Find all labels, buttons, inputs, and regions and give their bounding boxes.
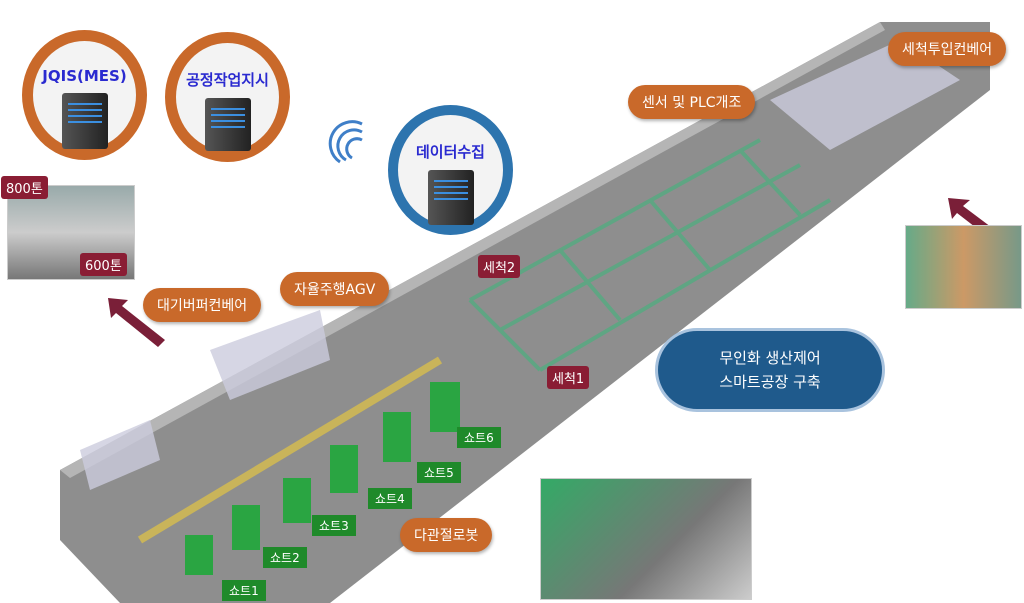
shot3-tag: 쇼트3 bbox=[312, 515, 356, 536]
smart-factory-banner: 무인화 생산제어 스마트공장 구축 bbox=[655, 328, 885, 412]
press-600-tag: 600톤 bbox=[80, 253, 127, 276]
press-800-tag: 800톤 bbox=[1, 176, 48, 199]
data-collection-circle: 데이터수집 bbox=[388, 105, 513, 235]
work-order-circle: 공정작업지시 bbox=[165, 32, 290, 162]
agv-callout: 자율주행AGV bbox=[280, 272, 390, 306]
shot5-tag: 쇼트5 bbox=[417, 462, 461, 483]
shot2-tag: 쇼트2 bbox=[263, 547, 307, 568]
wifi-icon bbox=[328, 120, 363, 164]
shot-line-rail bbox=[137, 356, 443, 544]
sensor-plc-callout: 센서 및 PLC개조 bbox=[628, 85, 756, 119]
shot-machines bbox=[185, 382, 460, 575]
robot-callout: 다관절로봇 bbox=[400, 518, 493, 552]
shot1-tag: 쇼트1 bbox=[222, 580, 266, 601]
mes-system-circle: JQIS(MES) bbox=[22, 30, 147, 160]
robot-photo bbox=[540, 478, 752, 600]
shot6-tag: 쇼트6 bbox=[457, 427, 501, 448]
wash-input-callout: 세척투입컨베어 bbox=[888, 32, 1007, 66]
banner-line2: 스마트공장 구축 bbox=[719, 373, 821, 391]
server-icon bbox=[204, 98, 251, 151]
conveyor-area bbox=[80, 40, 960, 490]
mes-label: JQIS(MES) bbox=[42, 67, 127, 85]
server-icon bbox=[61, 93, 108, 149]
banner-line1: 무인화 생산제어 bbox=[719, 349, 821, 367]
server-icon bbox=[427, 170, 474, 225]
work-order-label: 공정작업지시 bbox=[186, 71, 269, 89]
shot4-tag: 쇼트4 bbox=[368, 488, 412, 509]
warehouse-photo bbox=[905, 225, 1022, 309]
buffer-conveyor-callout: 대기버퍼컨베어 bbox=[143, 288, 262, 322]
wash1-tag: 세척1 bbox=[547, 366, 590, 389]
wash2-tag: 세척2 bbox=[478, 255, 521, 278]
data-collection-label: 데이터수집 bbox=[415, 143, 485, 161]
